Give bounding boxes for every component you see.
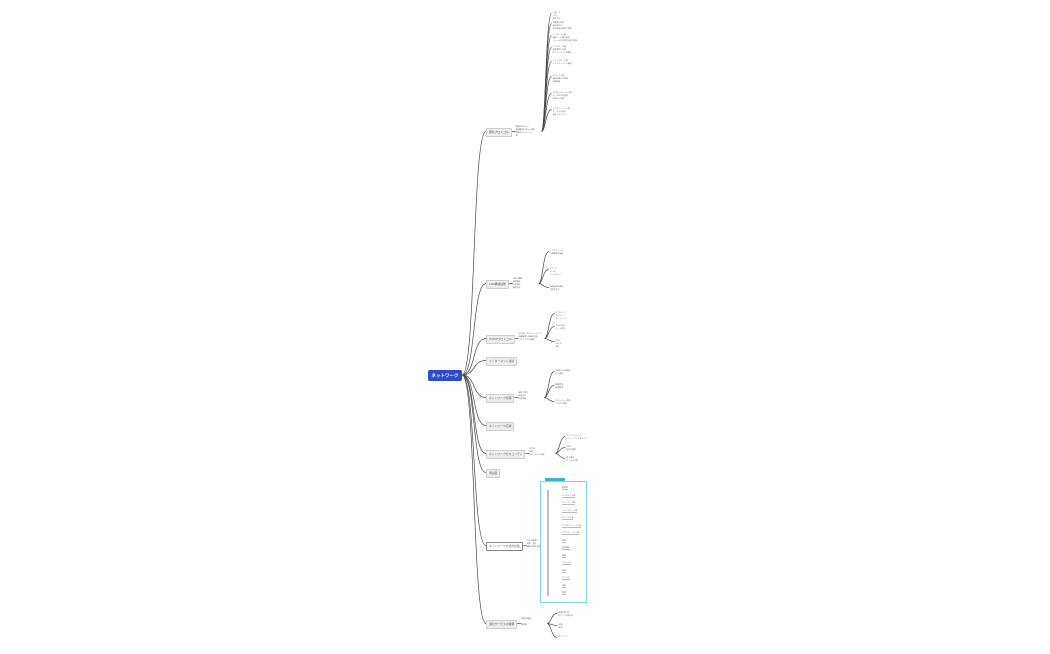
branch-node-b10[interactable]: 通信サービスの種類 (486, 620, 518, 629)
detail-note: DNS DHCP NAT (555, 340, 561, 348)
detail-note: ファイアウォール パケットフィルタリング (566, 435, 588, 440)
detail-note: SNMPによる監視 ログ管理 (555, 370, 571, 375)
branch-node-b1[interactable]: 通信プロトコル (486, 128, 512, 137)
detail-note: トランスポート層 エンドツーエンド通信 (552, 60, 572, 65)
branch-node-b4[interactable]: インターネット接続 (486, 357, 518, 366)
detail-note: TCPとUDP ポート番号 (555, 325, 566, 330)
branch-summary: 暗号化 認証 不正アクセス対策 (529, 448, 545, 456)
detail-note: ハブとスイッチ 中継装置の種類 (549, 250, 564, 255)
branch-node-b2[interactable]: LAN構成技術 (486, 280, 509, 289)
detail-note: アプリケーション層 サービスの提供 各種プロトコル (552, 108, 570, 116)
summary-item: トランスポート層 (562, 509, 578, 513)
detail-note: セキュリティ管理 アクセス制御 (555, 400, 571, 405)
summary-item: 伝送媒体 (562, 547, 570, 550)
root-node[interactable]: ネットワーク (428, 370, 462, 381)
detail-note: ISDN ADSL (558, 624, 564, 629)
detail-note: 構成管理 障害管理 (555, 384, 563, 389)
branch-node-b9[interactable]: ネットワーク方式の比較 (486, 542, 523, 551)
detail-note: 侵入検知 ウイルス対策 (566, 457, 578, 462)
detail-note: 物理層の特性 電気信号の 伝送媒体の規格と特性 (552, 22, 572, 30)
summary-item: 無線 (562, 554, 566, 558)
detail-note: データリンク層 隣接ノード間の伝送 フレームの送受信と誤り検出 (552, 34, 578, 42)
summary-item: アプリケーション層 (562, 532, 579, 535)
summary-item: プレゼンテーション層 (562, 524, 581, 528)
branch-node-b8[interactable]: 用語集 (486, 469, 501, 478)
branch-node-b3[interactable]: TCP/IPプロトコル (486, 335, 515, 344)
summary-item: セッション層 (562, 517, 574, 520)
detail-note: プレゼンテーション層 データ形式の変換 暗号化と圧縮 (552, 92, 572, 100)
branch-node-b5[interactable]: ネットワーク管理 (486, 394, 515, 403)
branch-summary: LANの構成 接続機器 伝送媒体 通信方式 (512, 278, 523, 289)
detail-note: 無線LANの規格 暗号化方式 (549, 286, 564, 291)
summary-item: データリンク層 (562, 494, 576, 498)
branch-summary: TCP/IPによるネットワーク 階層構造と各層の役割 プロトコルの種類 (518, 333, 542, 341)
detail-note: 一般・ネ プロ 基本プロ… (552, 12, 563, 20)
detail-note: ブリッジ ルータ ゲートウェイ (549, 268, 562, 276)
detail-note: VPN 暗号化通信 (566, 446, 576, 451)
summary-item: 規格 (562, 569, 566, 573)
detail-note: 光ファイバ (558, 636, 568, 638)
summary-item: 管理 (562, 592, 566, 595)
summary-item: 経路 (562, 584, 566, 588)
branch-summary: 階層を持たない 階層構造を持つ一階層 物理的にアドレス一 規 (515, 126, 535, 137)
detail-note: セッション層 通信の確立と維持 同期制御 (552, 75, 568, 83)
detail-note: 回線交換方式 パケット交換方式 (558, 612, 574, 617)
branch-summary: 方式の特徴と 比較・選択 構成と費用の検討 (526, 540, 542, 548)
summary-item: ネットワーク層 (562, 502, 576, 505)
branch-summary: 監視と保守 障害対応 性能管理 (518, 392, 528, 400)
summary-frame (540, 481, 587, 603)
detail-note: IPアドレス サブネット ルーティング (555, 312, 567, 320)
summary-item: アドレス (562, 577, 570, 580)
summary-item: 機器 (562, 539, 566, 543)
branch-node-b6[interactable]: ネットワーク応用 (486, 422, 515, 431)
summary-tag (545, 478, 565, 481)
detail-note: ネットワーク層 経路選択と中継 IPアドレスによる識別 (552, 46, 572, 54)
summary-item: 物理層 (562, 487, 568, 490)
summary-item: プロトコル (562, 562, 572, 565)
branch-summary: 回線の種類 専用線 (521, 618, 531, 626)
branch-node-b7[interactable]: ネットワークセキュリティ (486, 450, 526, 459)
